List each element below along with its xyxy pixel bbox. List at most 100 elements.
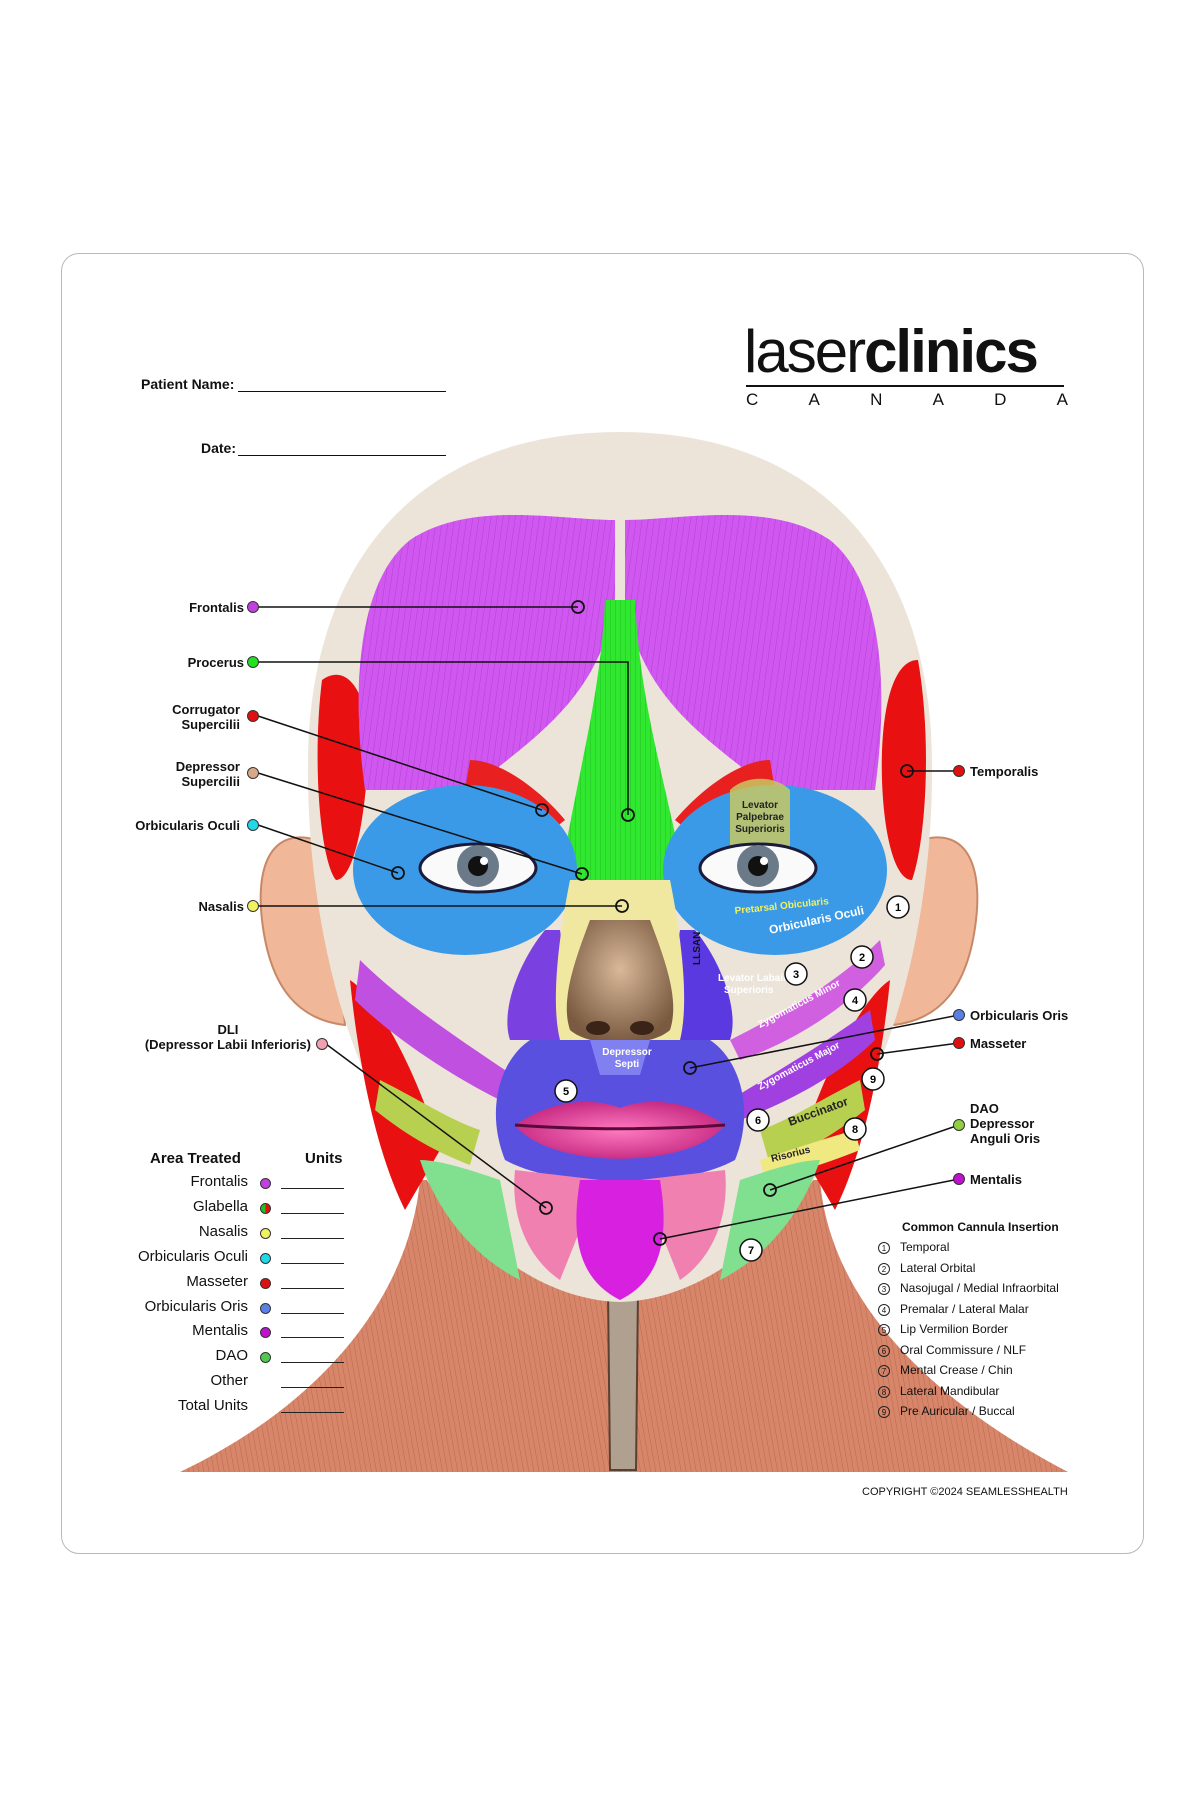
logo-rule — [746, 385, 1064, 387]
llsan-label: LLSAN — [692, 932, 703, 965]
cannula-item-num: 3 — [878, 1282, 890, 1295]
cannula-marker: 7 — [748, 1245, 754, 1257]
cannula-marker: 6 — [755, 1115, 761, 1127]
orbicularis-oris-label: Orbicularis Oris — [970, 1008, 1069, 1023]
logo-letter: A — [932, 390, 944, 409]
area-row-label: DAO — [215, 1347, 248, 1364]
cannula-list-title: Common Cannula Insertion — [902, 1220, 1059, 1234]
mentalis — [576, 1180, 664, 1300]
dao-label-line2: Depressor — [970, 1116, 1035, 1131]
units-field[interactable] — [281, 1213, 344, 1214]
cannula-item-label: Pre Auricular / Buccal — [900, 1404, 1015, 1418]
cannula-marker: 8 — [852, 1124, 858, 1136]
label-dots — [247, 601, 965, 1185]
trachea — [606, 1289, 640, 1471]
cannula-item-label: Lateral Orbital — [900, 1261, 976, 1275]
depressor-septi-label: Depressor — [602, 1047, 652, 1058]
logo-letter: A — [808, 390, 820, 409]
lls-label: Levator Labaii — [718, 973, 786, 984]
levator-label: Superioris — [735, 824, 785, 835]
cannula-item: 9 Pre Auricular / Buccal — [878, 1404, 1015, 1418]
cannula-item-num: 4 — [878, 1303, 890, 1316]
date-field[interactable] — [238, 455, 446, 456]
cannula-marker: 3 — [793, 969, 799, 981]
logo-letter: N — [870, 390, 883, 409]
leader-endpoints — [391, 600, 914, 1246]
cannula-item: 3 Nasojugal / Medial Infraorbital — [878, 1281, 1059, 1295]
lls-label: Superioris — [724, 985, 774, 996]
area-row-label: Masseter — [186, 1273, 248, 1290]
cannula-marker: 1 — [895, 902, 901, 914]
area-dot-orbicularis-oculi — [260, 1253, 271, 1264]
cannula-marker: 4 — [852, 995, 859, 1007]
area-dot-masseter — [260, 1278, 271, 1289]
area-dot-dao — [260, 1352, 271, 1363]
units-field[interactable] — [281, 1263, 344, 1264]
zygomaticus-left — [355, 960, 520, 1100]
depressor-label-line2: Supercilii — [181, 774, 240, 789]
cannula-item-label: Nasojugal / Medial Infraorbital — [900, 1281, 1059, 1295]
logo-letter: C — [746, 390, 759, 409]
cannula-item-num: 9 — [878, 1405, 890, 1418]
logo-word-bold: clinics — [864, 318, 1039, 385]
cannula-item: 4 Premalar / Lateral Malar — [878, 1302, 1029, 1316]
area-dot-frontalis — [260, 1178, 271, 1189]
buccinator-right — [760, 1080, 865, 1165]
units-field[interactable] — [281, 1412, 344, 1413]
nose — [566, 920, 674, 1044]
dao-label-line3: Anguli Oris — [970, 1131, 1041, 1146]
units-field[interactable] — [281, 1337, 344, 1338]
orbicularis-oculi-label: Orbicularis Oculi — [135, 818, 240, 833]
units-field[interactable] — [281, 1387, 344, 1388]
units-field[interactable] — [281, 1362, 344, 1363]
area-row-label: Glabella — [192, 1198, 248, 1215]
patient-name-field[interactable] — [238, 391, 446, 392]
procerus-label: Procerus — [187, 655, 244, 670]
levator-label: Levator — [742, 800, 778, 811]
mentalis-label: Mentalis — [970, 1172, 1023, 1187]
units-field[interactable] — [281, 1188, 344, 1189]
levator-label: Palpebrae — [736, 812, 784, 823]
area-row-label: Orbicularis Oris — [144, 1298, 248, 1315]
temporalis-left — [317, 674, 369, 880]
masseter-label: Masseter — [970, 1036, 1027, 1051]
units-field[interactable] — [281, 1313, 344, 1314]
cannula-item: 7 Mental Crease / Chin — [878, 1363, 1013, 1377]
cannula-item-num: 7 — [878, 1364, 890, 1377]
dao-left — [420, 1160, 520, 1280]
zygomaticus-minor-right — [730, 940, 885, 1060]
depressor-label-line1: Depressor — [175, 759, 240, 774]
leader-lines — [257, 606, 960, 1240]
date-label: Date: — [201, 440, 237, 456]
temporalis-label: Temporalis — [970, 764, 1039, 779]
cannula-item-num: 6 — [878, 1344, 890, 1357]
buccinator-left — [375, 1080, 480, 1165]
cannula-markers: 1 2 3 4 5 6 7 8 9 — [554, 895, 910, 1262]
cannula-item-label: Premalar / Lateral Malar — [900, 1302, 1029, 1316]
cannula-item-label: Mental Crease / Chin — [900, 1363, 1013, 1377]
cannula-item-num: 8 — [878, 1385, 890, 1398]
cannula-marker: 2 — [859, 952, 865, 964]
depressor-septi — [590, 1040, 650, 1075]
area-row-label: Nasalis — [198, 1223, 248, 1240]
area-header: Area Treated — [150, 1150, 241, 1167]
units-header: Units — [305, 1150, 343, 1167]
area-dot-glabella — [260, 1203, 271, 1214]
area-row-label: Other — [210, 1372, 248, 1389]
lls-left — [507, 930, 563, 1040]
corrugator-label-line1: Corrugator — [172, 702, 240, 717]
logo-letter: A — [1056, 390, 1068, 409]
cannula-item-num: 1 — [878, 1241, 890, 1254]
units-field[interactable] — [281, 1288, 344, 1289]
patient-name-label: Patient Name: — [141, 376, 235, 392]
dli-label-line1: DLI — [217, 1022, 239, 1037]
area-row-label: Mentalis — [192, 1322, 248, 1339]
levator-right — [730, 778, 790, 850]
units-field[interactable] — [281, 1238, 344, 1239]
dli-label-line2: (Depressor Labii Inferioris) — [144, 1037, 311, 1052]
